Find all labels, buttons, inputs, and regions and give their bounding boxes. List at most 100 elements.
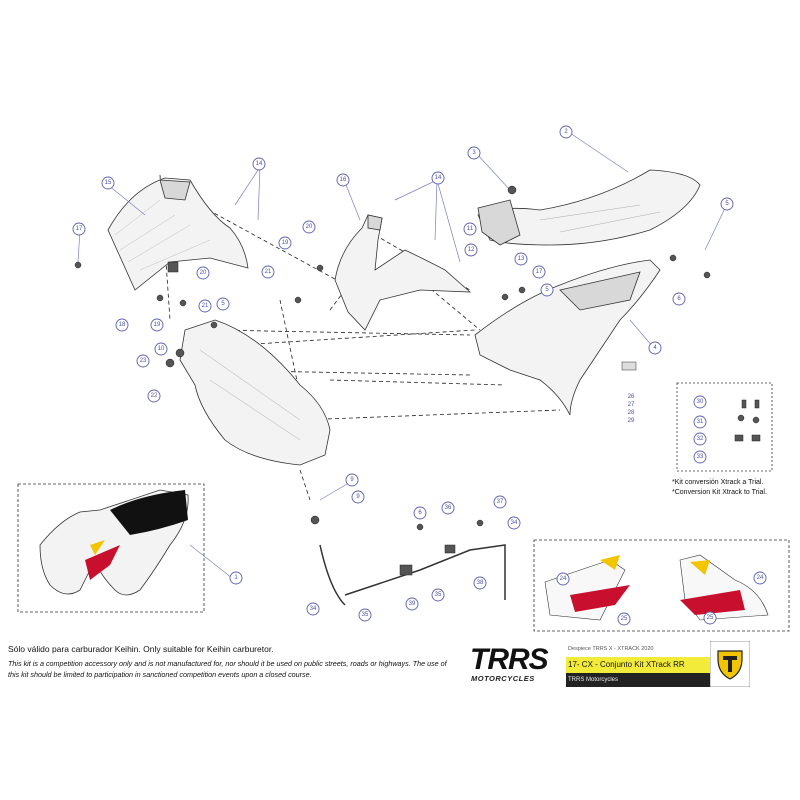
callout-11: 11 (463, 222, 477, 236)
svg-text:12: 12 (468, 247, 475, 253)
callout-16: 16 (336, 173, 350, 187)
callout-20a: 20 (196, 266, 210, 280)
svg-text:20: 20 (200, 270, 207, 276)
callout-3: 3 (467, 146, 481, 160)
svg-text:35: 35 (435, 592, 442, 598)
callout-35a: 35 (358, 608, 372, 622)
svg-text:35: 35 (362, 612, 369, 618)
seat (477, 169, 701, 246)
svg-text:16: 16 (340, 177, 347, 183)
callout-36: 36 (441, 501, 455, 515)
svg-text:22: 22 (151, 393, 158, 399)
rear-mudguard (474, 259, 661, 416)
svg-text:1: 1 (234, 575, 238, 581)
callout-33: 33 (693, 450, 707, 464)
callout-1: 1 (229, 571, 243, 585)
callout-15: 15 (101, 176, 115, 190)
callout-24a: 24 (556, 572, 570, 586)
callout-21a: 21 (198, 299, 212, 313)
svg-text:29: 29 (628, 418, 635, 424)
trrs-emblem-icon (710, 641, 750, 687)
svg-text:14: 14 (435, 175, 442, 181)
svg-text:23: 23 (140, 358, 147, 364)
svg-text:2: 2 (564, 129, 568, 135)
svg-text:5: 5 (725, 201, 729, 207)
kit-note-en: *Conversion Kit Xtrack to Trial. (672, 489, 767, 496)
svg-text:32: 32 (697, 436, 704, 442)
svg-text:19: 19 (154, 322, 161, 328)
svg-text:39: 39 (409, 601, 416, 607)
svg-text:5: 5 (545, 287, 549, 293)
svg-text:38: 38 (477, 580, 484, 586)
kit-conversion-box (676, 382, 773, 472)
kit-note-es: *Kit conversión Xtrack a Trial. (672, 479, 764, 486)
svg-text:25: 25 (707, 615, 714, 621)
callout-4: 4 (648, 341, 662, 355)
air-box (179, 319, 331, 466)
svg-text:6: 6 (677, 296, 681, 302)
breather-hoses (319, 544, 506, 606)
svg-text:9: 9 (356, 494, 360, 500)
svg-text:33: 33 (697, 454, 704, 460)
legal-disclaimer: This kit is a competition accessory only… (8, 659, 447, 679)
callouts: 1 2 3 4 5 5 5 6 9 10 11 12 13 14 14 15 1… (72, 125, 767, 626)
svg-text:10: 10 (158, 346, 165, 352)
decal-sheet-box (533, 539, 790, 632)
svg-text:18: 18 (119, 322, 126, 328)
callout-17a: 17 (72, 222, 86, 236)
callout-20b: 20 (302, 220, 316, 234)
brand-subtitle: MOTORCYCLES (471, 674, 535, 683)
callout-5c: 5 (216, 297, 230, 311)
svg-text:15: 15 (105, 180, 112, 186)
callout-2: 2 (559, 125, 573, 139)
svg-text:26: 26 (628, 394, 635, 400)
callout-17b: 17 (532, 265, 546, 279)
left-side-panel (107, 177, 249, 291)
front-number-plate (334, 214, 472, 331)
callout-9b: 9 (351, 490, 365, 504)
svg-text:30: 30 (697, 399, 704, 405)
svg-text:17: 17 (76, 226, 83, 232)
svg-text:14: 14 (256, 161, 263, 167)
callout-32: 32 (693, 432, 707, 446)
svg-text:19: 19 (282, 240, 289, 246)
svg-text:20: 20 (306, 224, 313, 230)
svg-text:21: 21 (265, 269, 272, 275)
callout-38: 38 (473, 576, 487, 590)
callout-5a: 5 (720, 197, 734, 211)
svg-text:31: 31 (697, 419, 704, 425)
callout-22: 22 (147, 389, 161, 403)
callout-14a: 14 (252, 157, 266, 171)
callout-35b: 35 (431, 588, 445, 602)
svg-text:5: 5 (221, 301, 225, 307)
stacked-callouts: 26 27 28 29 (628, 394, 635, 424)
callout-37: 37 (493, 495, 507, 509)
callout-31: 31 (693, 415, 707, 429)
kit-notes: *Kit conversión Xtrack a Trial. *Convers… (672, 478, 767, 498)
title-row-drawing: Despiece TRRS X - XTRACK 2020 (568, 646, 654, 652)
callout-23: 23 (136, 354, 150, 368)
svg-text:25: 25 (621, 616, 628, 622)
svg-text:13: 13 (518, 256, 525, 262)
svg-text:6: 6 (418, 510, 422, 516)
callout-25b: 25 (703, 611, 717, 625)
svg-text:27: 27 (628, 402, 635, 408)
callout-25a: 25 (617, 612, 631, 626)
svg-text:28: 28 (628, 410, 635, 416)
callout-10: 10 (154, 342, 168, 356)
callout-14b: 14 (431, 171, 445, 185)
svg-text:11: 11 (467, 226, 474, 232)
callout-21b: 21 (261, 265, 275, 279)
svg-text:24: 24 (757, 575, 764, 581)
title-row-company: TRRS Motorcycles (566, 673, 710, 687)
svg-text:34: 34 (310, 606, 317, 612)
svg-text:36: 36 (445, 505, 452, 511)
kit-photo-box (17, 483, 205, 613)
svg-text:4: 4 (653, 345, 657, 351)
svg-text:9: 9 (350, 477, 354, 483)
svg-text:24: 24 (560, 576, 567, 582)
callout-39: 39 (405, 597, 419, 611)
callout-34a: 34 (306, 602, 320, 616)
callout-13: 13 (514, 252, 528, 266)
